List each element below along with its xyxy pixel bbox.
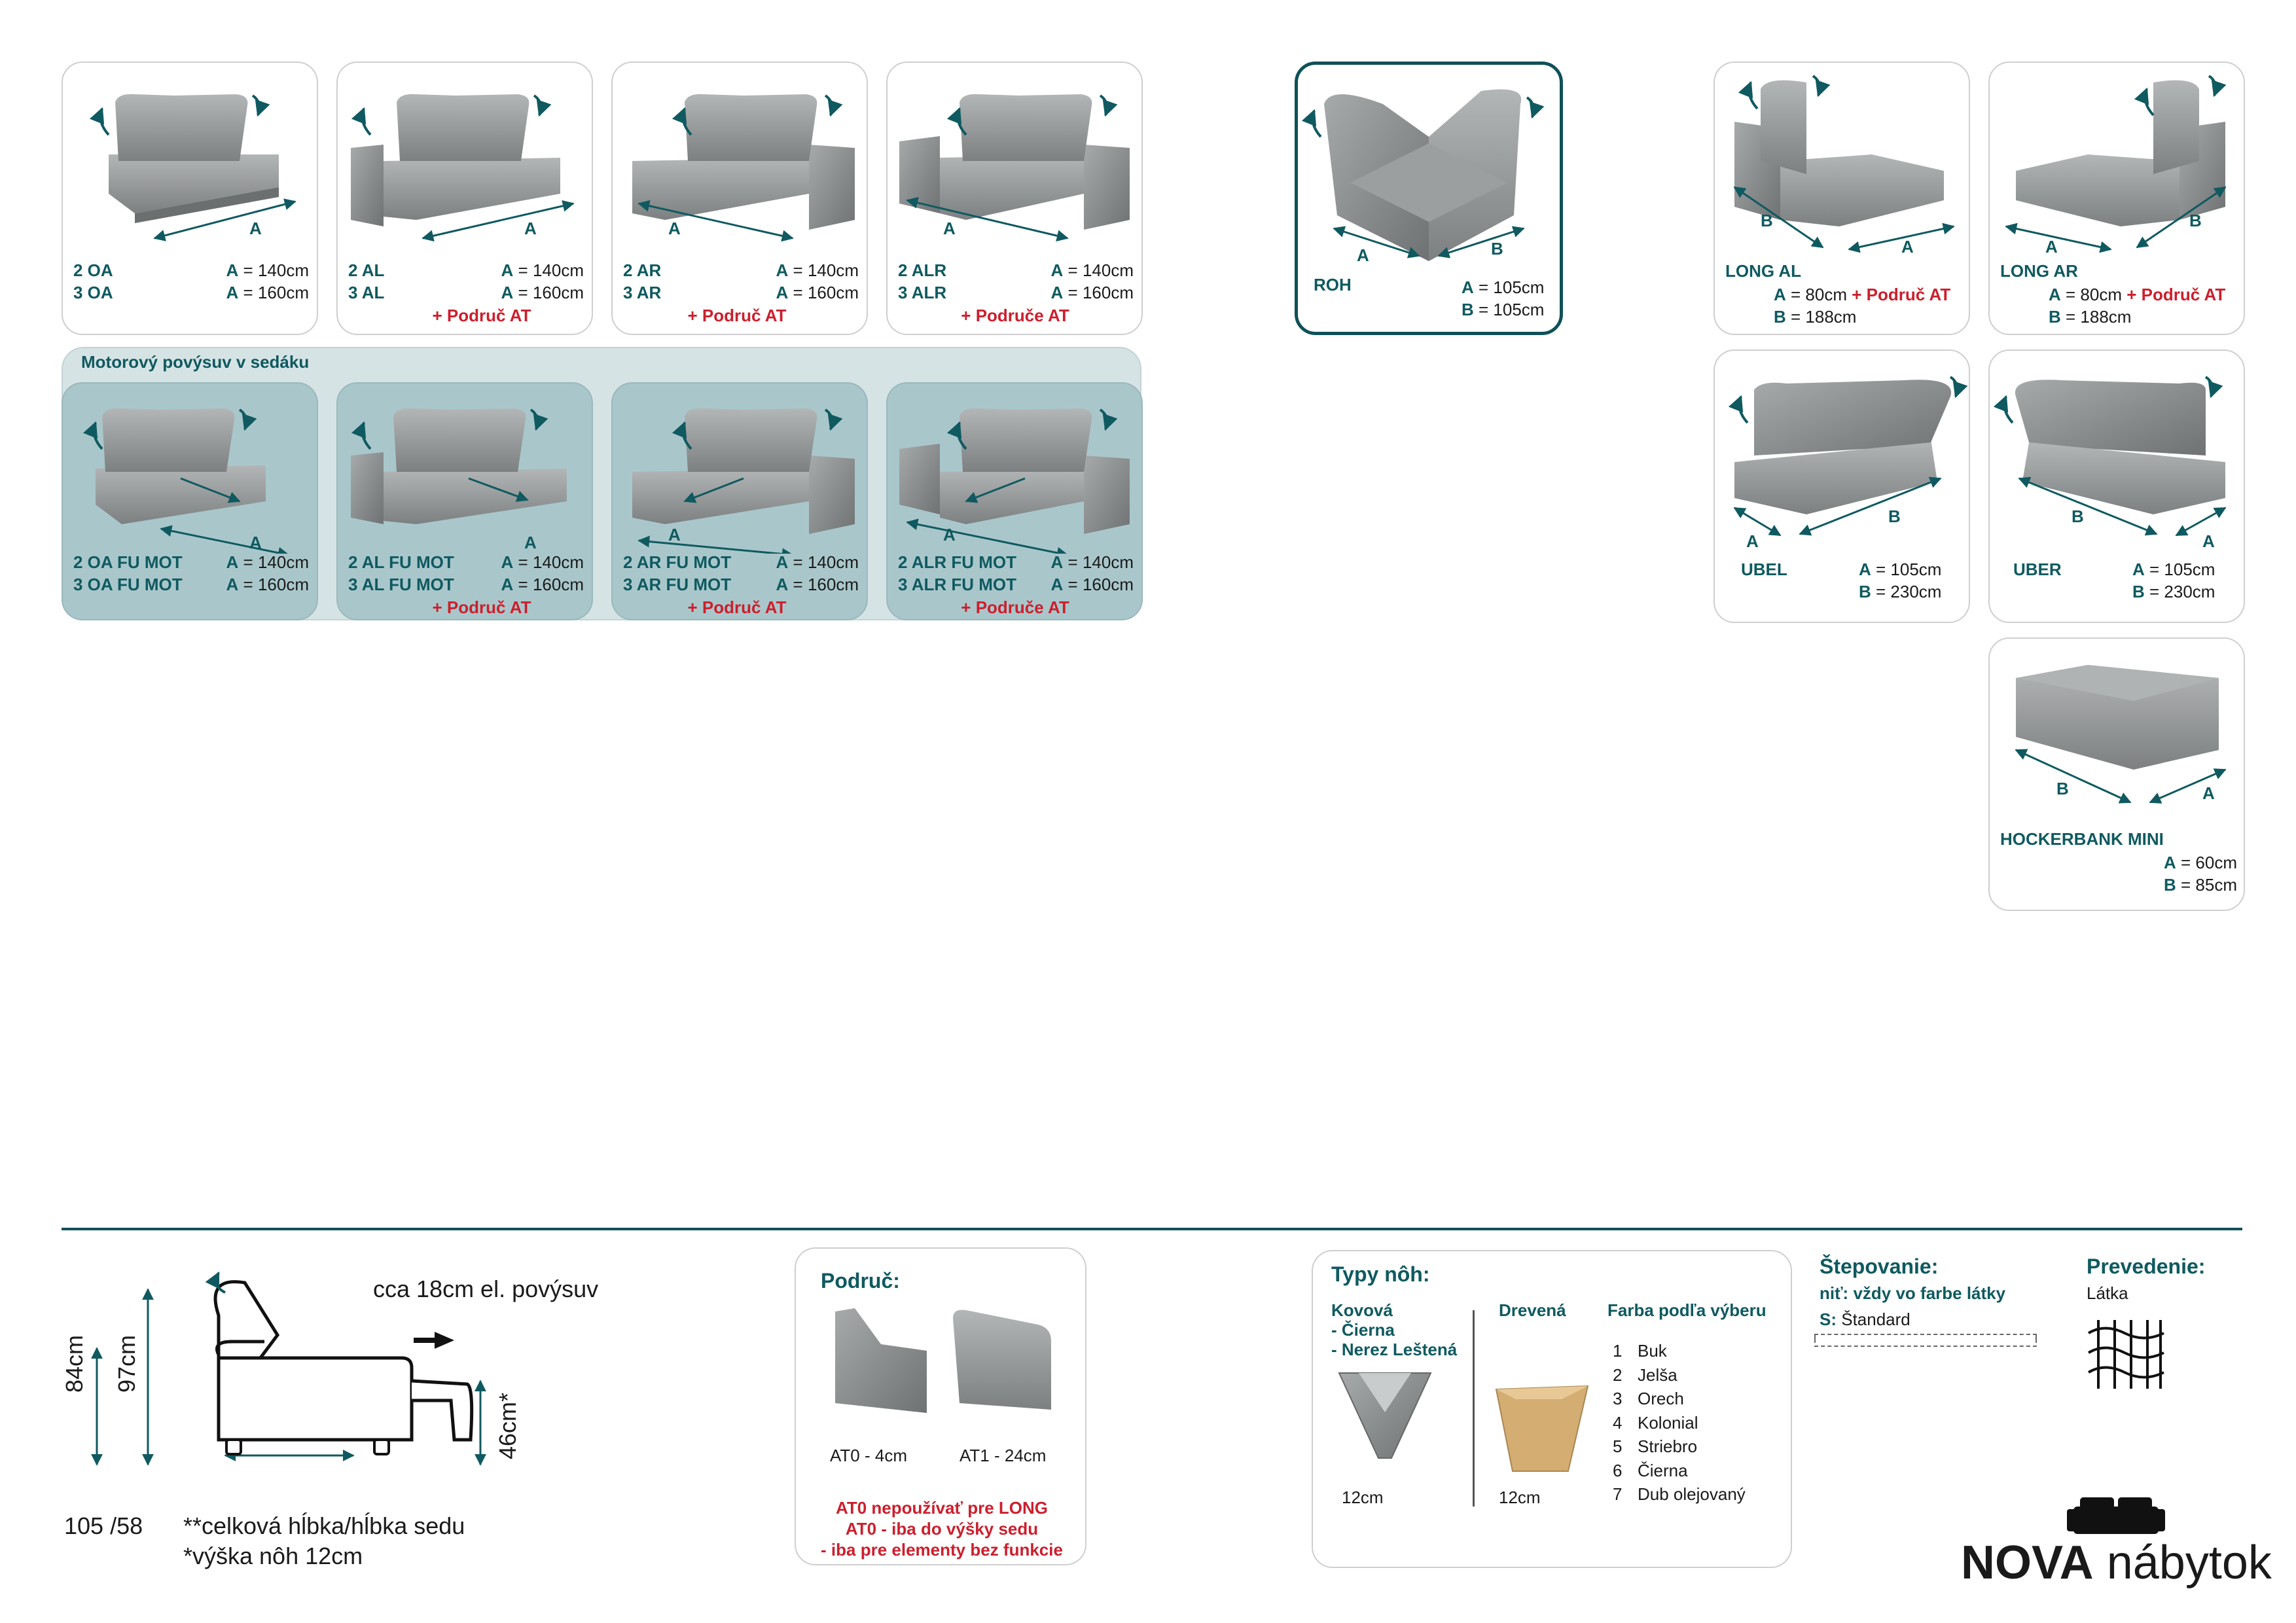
- svg-text:A: A: [2202, 783, 2215, 803]
- height-84: 84cm: [61, 1334, 88, 1393]
- motor-band-title: Motorový povýsuv v sedáku: [81, 352, 310, 372]
- svg-text:A: A: [943, 219, 956, 238]
- leg-height-note: *výška nôh 12cm: [183, 1543, 363, 1569]
- height-97: 97cm: [113, 1334, 140, 1393]
- stitching-title: Štepovanie:: [1820, 1255, 1939, 1278]
- finish-title: Prevedenie:: [2087, 1255, 2206, 1278]
- svg-text:B: B: [1491, 239, 1503, 259]
- stitching-sub: niť: vždy vo farbe látky: [1820, 1283, 2006, 1303]
- at0-label: AT0 - 4cm: [830, 1446, 907, 1465]
- svg-text:A: A: [524, 533, 537, 552]
- sofa-2al-illustration: A: [351, 94, 575, 242]
- motor-travel-note: cca 18cm el. povýsuv: [373, 1275, 599, 1302]
- module-card-long-al[interactable]: B A LONG AL A = 80cm + Područ AT B = 188…: [1713, 62, 1970, 335]
- svg-text:A: A: [2202, 531, 2215, 547]
- svg-text:A: A: [668, 525, 681, 544]
- svg-text:A: A: [249, 533, 262, 552]
- svg-text:B: B: [2072, 507, 2084, 526]
- svg-text:A: A: [524, 219, 537, 238]
- seat-height-46: 46cm*: [494, 1392, 521, 1459]
- svg-text:A: A: [943, 525, 956, 544]
- svg-text:B: B: [2056, 779, 2069, 798]
- stitch-pattern: [1814, 1334, 2037, 1343]
- metal-leg-icon: [1338, 1372, 1432, 1459]
- svg-text:B: B: [1888, 507, 1901, 526]
- svg-text:A: A: [1746, 531, 1759, 547]
- svg-text:A: A: [1901, 237, 1914, 257]
- sofa-logo-icon: [2067, 1497, 2165, 1534]
- dim-a-label: A: [249, 219, 262, 238]
- footer-divider: [62, 1228, 2242, 1230]
- module-card-uber[interactable]: B A UBER A = 105cm B = 230cm: [1988, 349, 2245, 623]
- sofa-2ar-illustration: A: [632, 94, 855, 242]
- module-card-long-ar[interactable]: A B LONG AR A = 80cm + Područ AT B = 188…: [1988, 62, 2245, 335]
- armrest-title: Područ:: [821, 1269, 900, 1293]
- depth-values: 105 /58: [64, 1512, 143, 1539]
- svg-text:B: B: [1761, 211, 1773, 230]
- armrest-note: + Područ AT: [432, 306, 531, 325]
- svg-text:A: A: [668, 219, 681, 238]
- code-1: 2 OA: [73, 260, 113, 280]
- stitching-standard: S: Štandard: [1820, 1310, 1910, 1329]
- depth-note: **celková hĺbka/hĺbka sedu: [183, 1512, 465, 1539]
- sofa-2alr-illustration: A: [899, 94, 1130, 242]
- wood-leg-icon: [1495, 1385, 1589, 1472]
- at1-label: AT1 - 24cm: [960, 1446, 1047, 1465]
- module-card-ubel[interactable]: A B UBEL A = 105cm B = 230cm: [1713, 349, 1970, 623]
- brand-logo: NOVA nábytok: [1961, 1537, 2272, 1589]
- fabric-icon: [2087, 1320, 2164, 1389]
- module-card-hockerbank[interactable]: B A HOCKERBANK MINI A = 60cm B = 85cm: [1988, 637, 2245, 911]
- side-profile-diagram: [91, 1271, 486, 1466]
- finish-value: Látka: [2087, 1283, 2128, 1303]
- legs-box: Typy nôh: Kovová - Čierna - Nerez Lešten…: [1312, 1250, 1792, 1568]
- svg-text:A: A: [1357, 245, 1369, 261]
- svg-text:B: B: [2189, 211, 2202, 230]
- code-2: 3 OA: [73, 283, 113, 302]
- armrest-illustration: [835, 1308, 1051, 1413]
- sofa-2oa-illustration: A: [89, 94, 296, 241]
- svg-text:A: A: [2045, 237, 2058, 257]
- module-card-roh[interactable]: A B ROH A = 105cm B = 105cm: [1295, 62, 1563, 335]
- armrest-box: Područ: AT0 - 4cm AT1 - 24cm AT0 nepouží…: [795, 1247, 1086, 1565]
